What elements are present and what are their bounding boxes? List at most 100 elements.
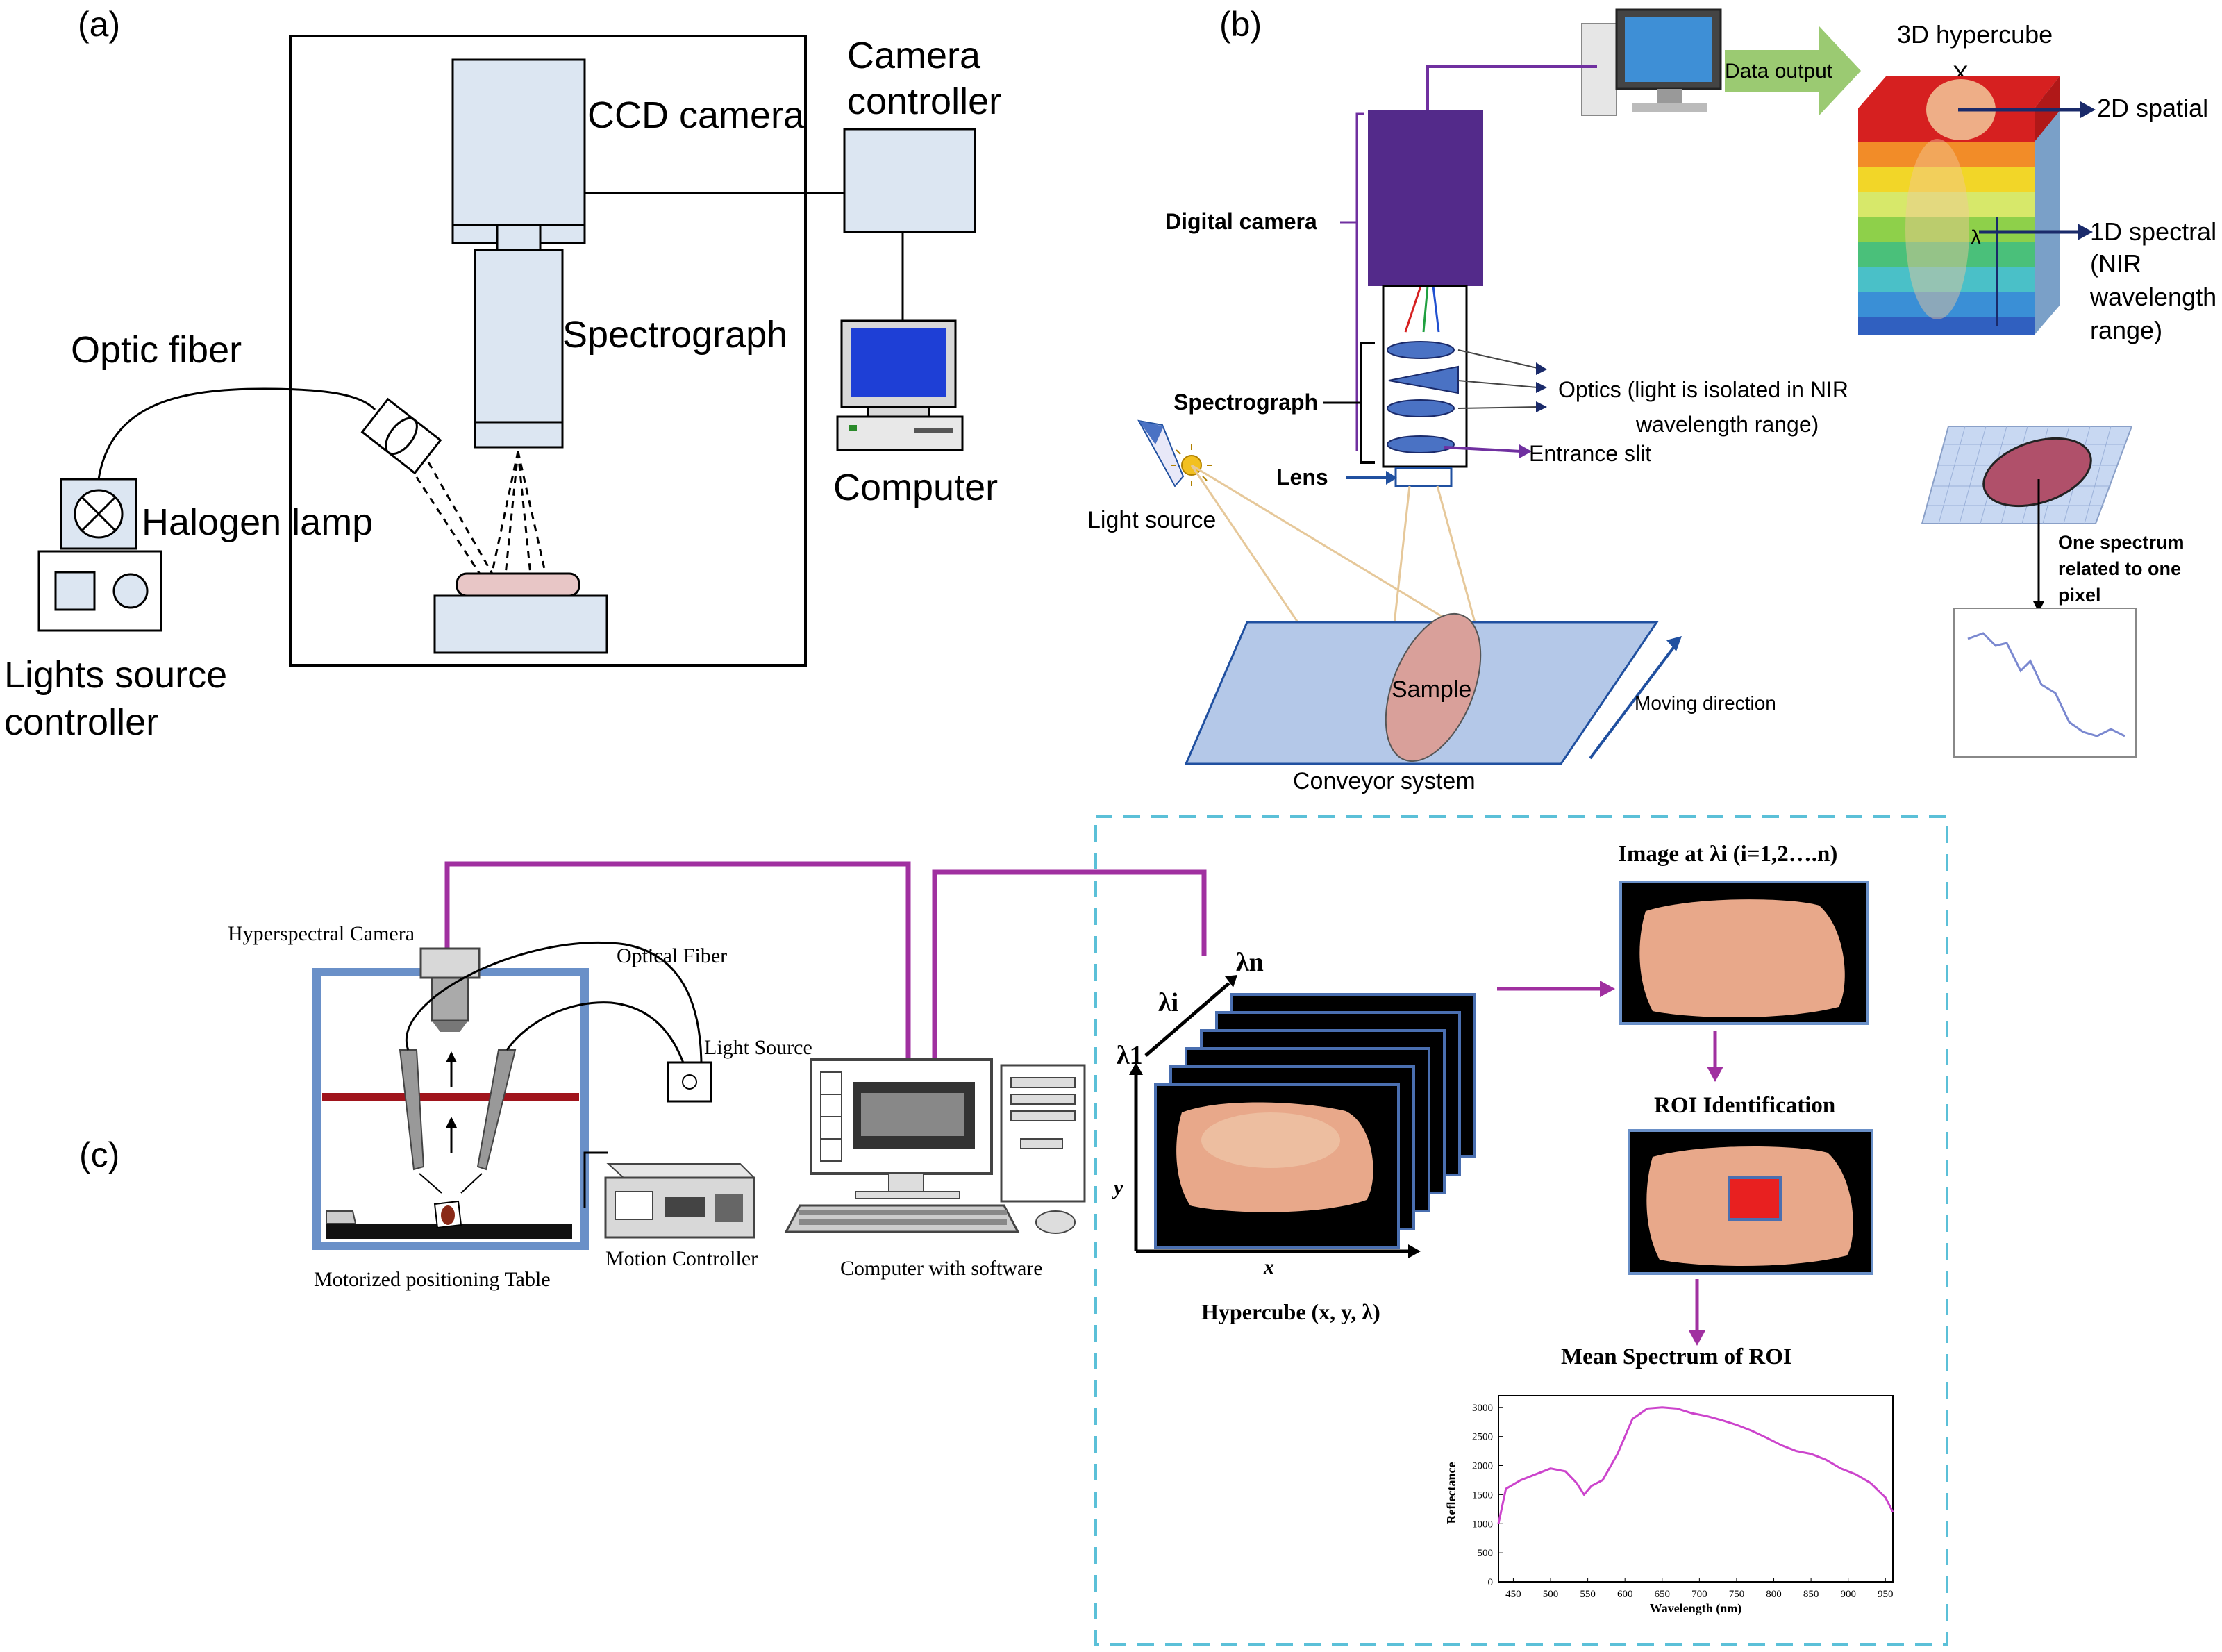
camera-controller-label-1: Camera	[847, 35, 981, 76]
sample-ellipse	[1385, 612, 1482, 762]
hypercube-title: 3D hypercube	[1897, 20, 2053, 49]
sample-dish	[456, 572, 580, 597]
x-tick-label: 700	[1691, 1589, 1707, 1600]
y-tick-label: 1500	[1472, 1490, 1493, 1501]
x-tick-label: 850	[1803, 1589, 1819, 1600]
chamber-rail	[322, 1093, 579, 1101]
x-tick-label: 750	[1729, 1589, 1745, 1600]
spectral-1d-label-2: (NIR	[2090, 249, 2141, 278]
spectrograph-body	[474, 249, 564, 424]
one-spectrum-label-2: related to one	[2058, 558, 2181, 579]
spatial-2d-label: 2D spatial	[2097, 94, 2208, 122]
ccd-camera-label: CCD camera	[587, 94, 805, 136]
pixel-ellipse	[1982, 437, 2092, 508]
spectrograph-housing	[1382, 285, 1468, 468]
image-at-label: Image at λi (i=1,2….n)	[1618, 842, 1837, 867]
spectrograph-lens	[474, 421, 564, 449]
x-tick-label: 950	[1878, 1589, 1894, 1600]
mean-spectrum-label: Mean Spectrum of ROI	[1561, 1344, 1792, 1369]
chart-ticks: 450 500 550 600 650 700 750 800 850 900 950 0 500 100…	[1472, 1403, 1894, 1600]
fiber-cable	[97, 387, 376, 480]
optical-fiber-label: Optical Fiber	[617, 944, 727, 967]
x-tick-label: 650	[1655, 1589, 1671, 1600]
light-source-label-c: Light Source	[704, 1036, 812, 1059]
processing-region	[1094, 815, 1948, 1646]
spectral-1d-label-3: wavelength	[2089, 283, 2216, 311]
lambda-i-label: λi	[1158, 988, 1178, 1017]
digital-camera-body	[1368, 110, 1483, 286]
motion-controller-label: Motion Controller	[605, 1247, 758, 1270]
sample-label: Sample	[1392, 676, 1471, 703]
panel-b-label: (b)	[1219, 5, 1262, 44]
y-tick-label: 500	[1478, 1548, 1494, 1559]
halogen-lamp-label: Halogen lamp	[142, 501, 373, 543]
hypercube-b	[1858, 76, 2060, 335]
data-output-arrow	[1725, 26, 1861, 115]
spectrograph-label-b: Spectrograph	[1173, 390, 1318, 415]
x-tick-label: 900	[1840, 1589, 1856, 1600]
pixel-spectrum-plot	[1953, 608, 2137, 758]
chart-ylabel: Reflectance	[1444, 1462, 1458, 1524]
conveyor-system-label: Conveyor system	[1293, 768, 1476, 794]
panel-a-label: (a)	[78, 5, 120, 44]
y-tick-label: 3000	[1472, 1403, 1493, 1414]
roi-identification-label: ROI Identification	[1654, 1093, 1835, 1118]
axis-y-label-c: y	[1112, 1176, 1123, 1199]
hyperspectral-camera-label: Hyperspectral Camera	[228, 922, 415, 945]
y-tick-label: 2000	[1472, 1461, 1493, 1472]
y-tick-label: 0	[1488, 1577, 1494, 1588]
panel-c-label: (c)	[79, 1135, 119, 1174]
entrance-slit-label: Entrance slit	[1529, 441, 1651, 466]
spectrograph-label-a: Spectrograph	[562, 314, 787, 356]
computer-label: Computer	[833, 467, 998, 508]
spectral-1d-label-1: 1D spectral	[2090, 217, 2216, 246]
optics-label-1: Optics (light is isolated in NIR	[1558, 377, 1848, 402]
panel-a: (a)	[4, 5, 1001, 743]
lights-source-label-2: controller	[4, 701, 158, 743]
hypercube-lambda: λ	[1971, 226, 1981, 249]
roi-box	[1728, 1176, 1782, 1221]
hyperspectral-camera	[419, 947, 481, 979]
fiber-head	[360, 397, 442, 475]
computer-b	[1581, 8, 1722, 116]
y-tick-label: 2500	[1472, 1432, 1493, 1443]
data-output-label: Data output	[1725, 60, 1833, 83]
digital-camera-label: Digital camera	[1165, 209, 1317, 234]
lens-b	[1394, 467, 1453, 487]
computer-c	[784, 1058, 1086, 1234]
computer-a	[836, 319, 964, 451]
lights-source-label-1: Lights source	[4, 654, 227, 696]
chart-frame	[1498, 1395, 1894, 1583]
y-tick-label: 1000	[1472, 1519, 1493, 1530]
hypercube-lambda-axis	[1144, 982, 1230, 1057]
moving-direction-arrow	[1589, 644, 1676, 760]
x-tick-label: 550	[1580, 1589, 1596, 1600]
pixel-spectrum-line	[1967, 632, 2125, 737]
sample-stage	[433, 594, 608, 654]
x-tick-label: 600	[1617, 1589, 1633, 1600]
moving-direction-label: Moving direction	[1635, 692, 1776, 714]
x-tick-label: 800	[1766, 1589, 1782, 1600]
optics-label-2: wavelength range)	[1635, 412, 1819, 437]
x-tick-label: 500	[1543, 1589, 1559, 1600]
light-rays	[408, 451, 547, 576]
panel-b: (b) Data output 3D hypercube X Y	[1087, 5, 2216, 794]
spectral-1d-label-4: range)	[2090, 316, 2162, 344]
camera-controller-label-2: controller	[847, 81, 1001, 122]
positioning-table	[326, 1224, 572, 1239]
spectrum-line	[1497, 1406, 1894, 1524]
mean-spectrum-chart: 450 500 550 600 650 700 750 800 850 900 950 0 500 100…	[1444, 1395, 1894, 1616]
axis-x-label-c: x	[1263, 1255, 1274, 1278]
ccd-camera-mount	[496, 224, 542, 251]
hypercube-label-c: Hypercube (x, y, λ)	[1201, 1299, 1380, 1324]
lambda-1-label: λ1	[1117, 1041, 1143, 1070]
optic-fiber-label: Optic fiber	[71, 329, 242, 371]
one-spectrum-label-1: One spectrum	[2058, 532, 2185, 553]
lens-label: Lens	[1276, 465, 1328, 490]
ccd-camera-body	[451, 58, 586, 226]
light-source-label-b: Light source	[1087, 507, 1216, 533]
x-tick-label: 450	[1505, 1589, 1521, 1600]
chart-series	[1497, 1406, 1894, 1524]
